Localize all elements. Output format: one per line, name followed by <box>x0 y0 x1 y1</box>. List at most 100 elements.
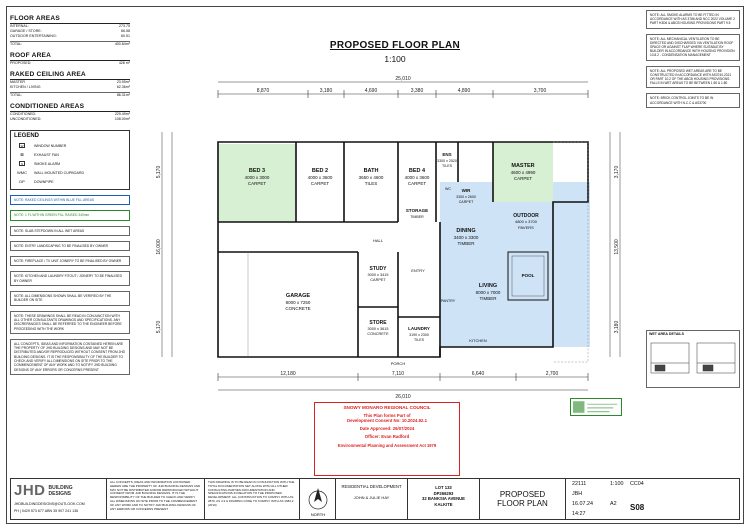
svg-text:CONCRETE: CONCRETE <box>367 332 389 336</box>
note-read-conjunction: NOTE: THESE DRAWINGS SHALL BE READ IN CO… <box>10 310 130 334</box>
svg-text:3650 x 4600: 3650 x 4600 <box>359 175 384 180</box>
svg-text:CARPET: CARPET <box>408 181 427 186</box>
room-bath: BATH 3650 x 4600 TILES <box>359 168 384 186</box>
drawing-scale: 1:100 <box>610 481 624 487</box>
dim-top: 4,690 <box>365 88 378 94</box>
svg-text:3300 x 2520: 3300 x 2520 <box>437 159 457 163</box>
svg-text:CONCRETE: CONCRETE <box>285 306 310 311</box>
raised-floor-fill <box>493 142 553 202</box>
dim-top: 3,700 <box>534 88 547 94</box>
company-logo: JHD <box>14 482 46 499</box>
area-total: TOTAL:400.84m² <box>10 41 130 46</box>
svg-text:STORE: STORE <box>369 320 387 326</box>
drawn-by: JBH <box>572 491 583 497</box>
company-logo-block: JHD BUILDING DESIGNS JHDBUILDINGDESIGNS@… <box>11 479 107 519</box>
disclaimer-conjunction: THIS DRAWING IS TO BE READ IN CONJUNCTIO… <box>205 479 300 519</box>
svg-text:MASTER: MASTER <box>511 163 534 169</box>
dim-top-total: 25,010 <box>395 76 411 82</box>
svg-text:3190 x 2300: 3190 x 2300 <box>409 333 429 337</box>
note-brick-joints: NOTE: BRICK CONTROL JOINTS TO BE IN ACCO… <box>646 93 740 108</box>
plan-heading: PROPOSED FLOOR PLAN 1:100 <box>300 40 490 64</box>
note-slab-stepdown: NOTE: SLAB STEPDOWN IN ALL WET AREAS <box>10 225 130 236</box>
svg-text:CARPET: CARPET <box>514 176 533 181</box>
dim-right: 3,170 <box>614 166 620 179</box>
legend-item: ⊠EXHAUST FAN <box>14 150 126 159</box>
dim-right: 13,500 <box>614 239 620 255</box>
job-number: 22111 <box>572 481 587 487</box>
room-storage: STORAGE TIMBER <box>406 208 428 219</box>
svg-text:STORAGE: STORAGE <box>406 208 428 213</box>
drawing-title: PROPOSED FLOOR PLAN <box>480 479 566 519</box>
north-arrow-icon: NORTH <box>308 488 327 517</box>
area-schedule: FLOOR AREAS INTERNAL:273.75 GARAGE / STO… <box>10 10 130 375</box>
stamp-graphic <box>572 401 618 413</box>
room-dining: DINING 3400 x 3300 TIMBER <box>454 228 479 246</box>
wet-area-title: WET AREA DETAILS <box>649 332 685 336</box>
label-kitchen: KITCHEN <box>469 338 487 343</box>
area-row: GARAGE / STORE:66.58 <box>10 29 130 33</box>
svg-text:GARAGE: GARAGE <box>286 293 310 299</box>
stamp-line1: This Plan forms Part of <box>363 413 411 418</box>
note-wet-areas: NOTE: ALL PROPOSED WET AREAS ARE TO BE C… <box>646 65 740 89</box>
plan-title: PROPOSED FLOOR PLAN <box>329 40 461 51</box>
dim-left: 5,170 <box>156 321 162 334</box>
disclaimer-copyright: ALL CONCEPTS, IDEAS AND INFORMATION CONT… <box>107 479 205 519</box>
svg-text:TIMBER: TIMBER <box>410 215 424 219</box>
note-smoke-alarms: NOTE: ALL SMOKE ALARMS TO BE FITTED IN A… <box>646 10 740 29</box>
svg-text:TILES: TILES <box>414 338 425 342</box>
conditioned-row: UNCONDITIONED:108.00m² <box>10 117 130 121</box>
client-name: JOHN & JULIE HAY <box>353 494 390 500</box>
roof-area-title: ROOF AREA <box>10 52 130 61</box>
plan-scale: 1:100 <box>384 54 406 64</box>
svg-text:3300 x 2600: 3300 x 2600 <box>456 195 476 199</box>
smoke-alarm-icon: S <box>19 161 25 166</box>
dim-top: 3,180 <box>320 88 333 94</box>
note-raised-floor: NOTE: 1 FL WITHIN GREEN FILL RAISED 340m… <box>10 210 130 221</box>
dim-bottom: 12,180 <box>280 371 296 377</box>
revision: CC04 <box>630 481 644 487</box>
note-copyright: ALL CONCEPTS, IDEAS AND INFORMATION CONT… <box>10 338 130 375</box>
svg-text:BED 3: BED 3 <box>249 168 265 174</box>
title-block: JHD BUILDING DESIGNS JHDBUILDINGDESIGNS@… <box>10 478 740 520</box>
note-entry-landscaping: NOTE: ENTRY LANDSCAPING TO BE FINALISED … <box>10 240 130 252</box>
stamp-act: Environmental Planning and Assessment Ac… <box>337 443 437 449</box>
note-mechanical-vent: NOTE: ALL MECHANICAL VENTILATION TO BE D… <box>646 33 740 61</box>
area-row: OUTDOOR ENTERTAINING:60.51 <box>10 34 130 38</box>
floor-plan-drawing: 25,010 8,870 3,180 4,690 3,380 4,890 3,7… <box>156 76 621 400</box>
window-number-icon: W <box>19 143 25 148</box>
sheet-number: S08 <box>630 503 645 512</box>
label-entry: ENTRY <box>411 268 425 273</box>
svg-text:PAVERS: PAVERS <box>518 225 534 230</box>
svg-text:BED 2: BED 2 <box>312 168 328 174</box>
room-pool: POOL <box>522 273 535 278</box>
room-ensuite: ENS 3300 x 2520 TILES <box>437 152 457 168</box>
svg-text:3400 x 3300: 3400 x 3300 <box>454 235 479 240</box>
dim-top: 4,890 <box>458 88 471 94</box>
room-garage: GARAGE 8000 x 7250 CONCRETE <box>285 293 311 311</box>
wet-area-details: WET AREA DETAILS <box>646 330 740 388</box>
general-notes: NOTE: ALL SMOKE ALARMS TO BE FITTED IN A… <box>646 10 740 113</box>
svg-text:TILES: TILES <box>365 181 378 186</box>
label-hall: HALL <box>373 238 384 243</box>
svg-text:8000 x 7250: 8000 x 7250 <box>286 300 311 305</box>
svg-text:ENS: ENS <box>442 152 451 157</box>
svg-text:BATH: BATH <box>364 168 379 174</box>
svg-text:4600 x 4990: 4600 x 4990 <box>511 170 536 175</box>
wall-cupboard-icon: WMC <box>17 170 27 175</box>
legend-title: LEGEND <box>14 133 40 139</box>
room-bed3: BED 3 4000 x 3000 CARPET <box>245 168 270 186</box>
svg-text:BED 4: BED 4 <box>409 168 426 174</box>
raked-ceiling-title: RAKED CEILING AREA <box>10 71 130 80</box>
note-dimensions: NOTE: ALL DIMENSIONS SHOWN SHALL BE VERI… <box>10 291 130 306</box>
svg-text:DINING: DINING <box>456 228 475 234</box>
sheet-size: A2 <box>610 501 617 507</box>
sheet-border <box>6 6 744 524</box>
room-master: MASTER 4600 x 4990 CARPET <box>511 163 536 181</box>
note-kitchen-laundry: NOTE: KITCHEN AND LAUNDRY FITOUT / JOINE… <box>10 271 130 287</box>
dim-right: 3,180 <box>614 321 620 334</box>
roof-row: PROPOSED:428 m² <box>10 61 130 65</box>
